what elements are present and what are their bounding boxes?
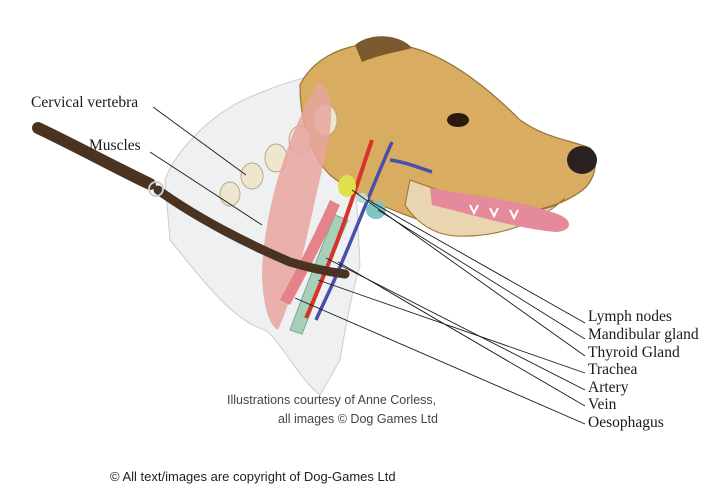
- illustration-credit-line2: all images © Dog Games Ltd: [278, 413, 438, 426]
- label-thyroid-gland: Thyroid Gland: [588, 345, 680, 361]
- label-lymph-nodes: Lymph nodes: [588, 309, 672, 325]
- mandibular-gland: [366, 201, 386, 219]
- label-cervical-vertebra: Cervical vertebra: [31, 95, 138, 111]
- illustration-credit-line1: Illustrations courtesy of Anne Corless,: [227, 394, 436, 407]
- dog-eye: [447, 113, 469, 127]
- label-muscles: Muscles: [89, 138, 141, 154]
- dog-nose: [567, 146, 597, 174]
- label-vein: Vein: [588, 397, 616, 413]
- label-oesophagus: Oesophagus: [588, 415, 664, 431]
- label-mandibular-gland: Mandibular gland: [588, 327, 699, 343]
- copyright-notice: © All text/images are copyright of Dog-G…: [110, 470, 396, 483]
- label-artery: Artery: [588, 380, 628, 396]
- label-trachea: Trachea: [588, 362, 637, 378]
- thyroid-gland: [338, 175, 356, 197]
